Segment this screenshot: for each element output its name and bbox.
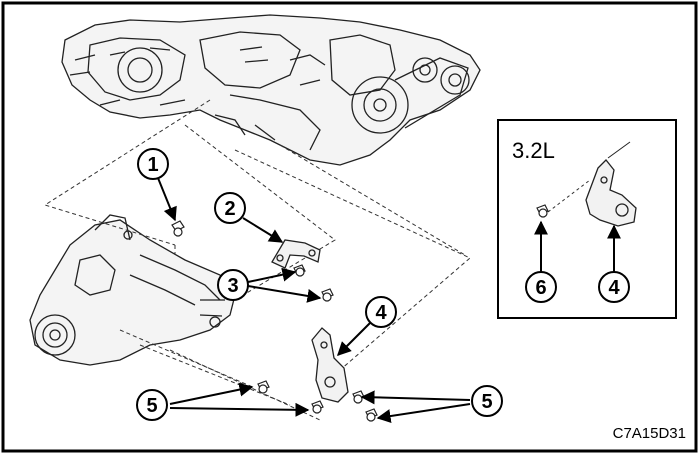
callout-5-right-label: 5 — [481, 391, 492, 413]
callout-4-inset-label: 4 — [608, 277, 620, 299]
callout-3-label: 3 — [227, 275, 238, 297]
figure-code: C7A15D31 — [613, 425, 686, 442]
inset-leader-line — [607, 141, 631, 159]
callout-1: 1 — [137, 148, 169, 180]
bolt-3b-icon — [321, 288, 334, 302]
bolt-5b-icon — [311, 400, 324, 414]
callout-2-label: 2 — [224, 198, 235, 220]
engine-block-illustration — [61, 14, 481, 166]
leader-arrows — [157, 177, 471, 424]
inset-bracket-part — [585, 159, 637, 227]
callout-4: 4 — [365, 296, 397, 328]
bolt-1-icon — [171, 220, 185, 237]
bolt-3a-icon — [293, 264, 306, 277]
front-differential-illustration — [29, 214, 236, 366]
inset-leader-arrows — [534, 220, 621, 272]
callout-5-left: 5 — [136, 389, 168, 421]
callout-6-inset-label: 6 — [535, 277, 546, 299]
inset-alignment-guide — [547, 179, 591, 213]
callout-2: 2 — [214, 192, 246, 224]
callout-6-inset: 6 — [525, 271, 557, 303]
inset-label: 3.2L — [512, 138, 555, 163]
figure-border — [1, 1, 698, 453]
engine-variant-inset: 3.2L 6 4 — [497, 119, 677, 319]
callout-3: 3 — [217, 269, 249, 301]
callout-4-inset: 4 — [598, 271, 630, 303]
alignment-guides — [43, 99, 471, 421]
callout-5-right: 5 — [471, 385, 503, 417]
bolt-6-icon — [536, 204, 549, 218]
callout-4-label: 4 — [375, 302, 387, 324]
callout-1-label: 1 — [147, 154, 158, 176]
callout-5-left-label: 5 — [146, 395, 157, 417]
support-bracket-part — [271, 239, 321, 269]
bolt-5a-icon — [257, 380, 270, 394]
mounting-bracket-part — [311, 327, 349, 403]
bolt-5d-icon — [365, 408, 378, 422]
